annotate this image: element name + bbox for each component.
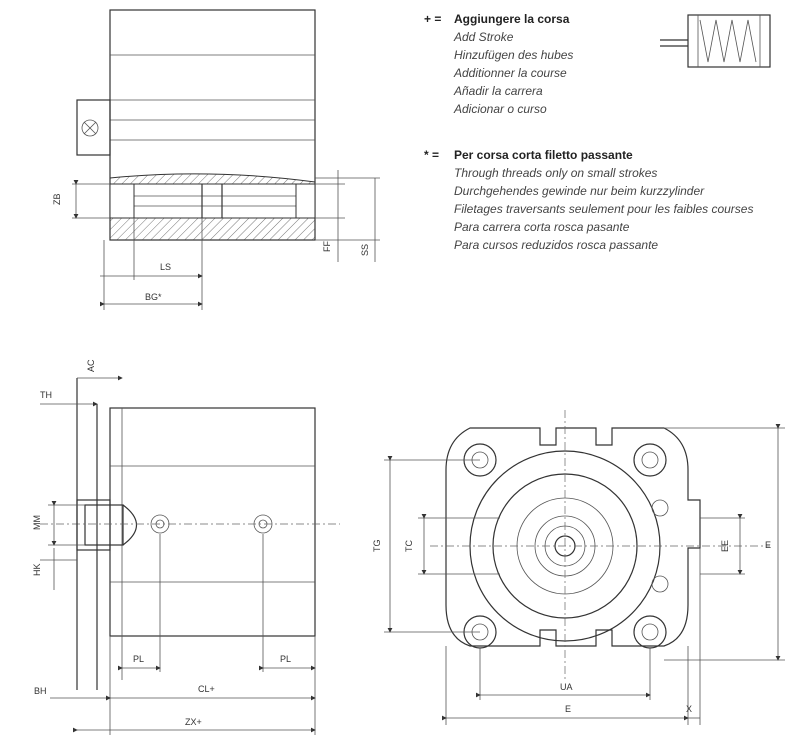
legend-thread-symbol: * = <box>424 148 440 162</box>
dim-cl: CL+ <box>198 684 215 694</box>
legend-add-translation: Add Stroke <box>454 30 514 44</box>
legend-add-title-text: Aggiungere la corsa <box>454 12 570 26</box>
legend-thread-translation: Durchgehendes gewinde nur beim kurzzylin… <box>454 184 705 198</box>
legend-thread-title-text: Per corsa corta filetto passante <box>454 148 633 162</box>
legend-thread-translation: Para cursos reduzidos rosca passante <box>454 238 659 252</box>
dim-bh: BH <box>34 686 47 696</box>
legend-add-translation: Additionner la course <box>454 66 567 80</box>
legend-thread-title: * = Per corsa corta filetto passante <box>424 146 753 164</box>
dim-hk: HK <box>32 563 42 576</box>
front-view <box>384 410 785 725</box>
side-view <box>40 375 340 735</box>
dim-x: X <box>686 704 692 714</box>
dim-tc: TC <box>404 540 414 552</box>
legend-add-stroke-title: + = Aggiungere la corsa <box>424 10 573 28</box>
top-view <box>72 9 380 310</box>
dim-pl2: PL <box>280 654 291 664</box>
legend-thread-translation: Through threads only on small strokes <box>454 166 658 180</box>
legend-add-translation: Añadir la carrera <box>454 84 543 98</box>
legend-add-translation: Adicionar o curso <box>454 102 547 116</box>
dim-e2: E <box>565 704 571 714</box>
dim-ls: LS <box>160 262 171 272</box>
dim-ac: AC <box>86 359 96 372</box>
dim-ua: UA <box>560 682 573 692</box>
dim-ee: EE <box>720 540 730 552</box>
dim-pl: PL <box>133 654 144 664</box>
dim-mm: MM <box>32 515 42 530</box>
legend-through-thread: * = Per corsa corta filetto passante Thro… <box>424 146 753 254</box>
dim-tg: TG <box>372 540 382 553</box>
legend-add-translation: Hinzufügen des hubes <box>454 48 574 62</box>
dim-bg: BG* <box>145 292 162 302</box>
dim-zx: ZX+ <box>185 717 202 727</box>
legend-thread-translation: Para carrera corta rosca pasante <box>454 220 630 234</box>
spring-sketch <box>660 14 771 68</box>
dim-ff: FF <box>322 241 332 252</box>
dim-ss: SS <box>360 244 370 256</box>
dim-e: E <box>765 540 771 550</box>
legend-add-stroke: + = Aggiungere la corsa Add Stroke Hinzuf… <box>424 10 573 118</box>
legend-thread-translation: Filetages traversants seulement pour les… <box>454 202 754 216</box>
legend-add-symbol: + = <box>424 12 442 26</box>
dim-zb: ZB <box>52 193 62 205</box>
dim-th: TH <box>40 390 52 400</box>
